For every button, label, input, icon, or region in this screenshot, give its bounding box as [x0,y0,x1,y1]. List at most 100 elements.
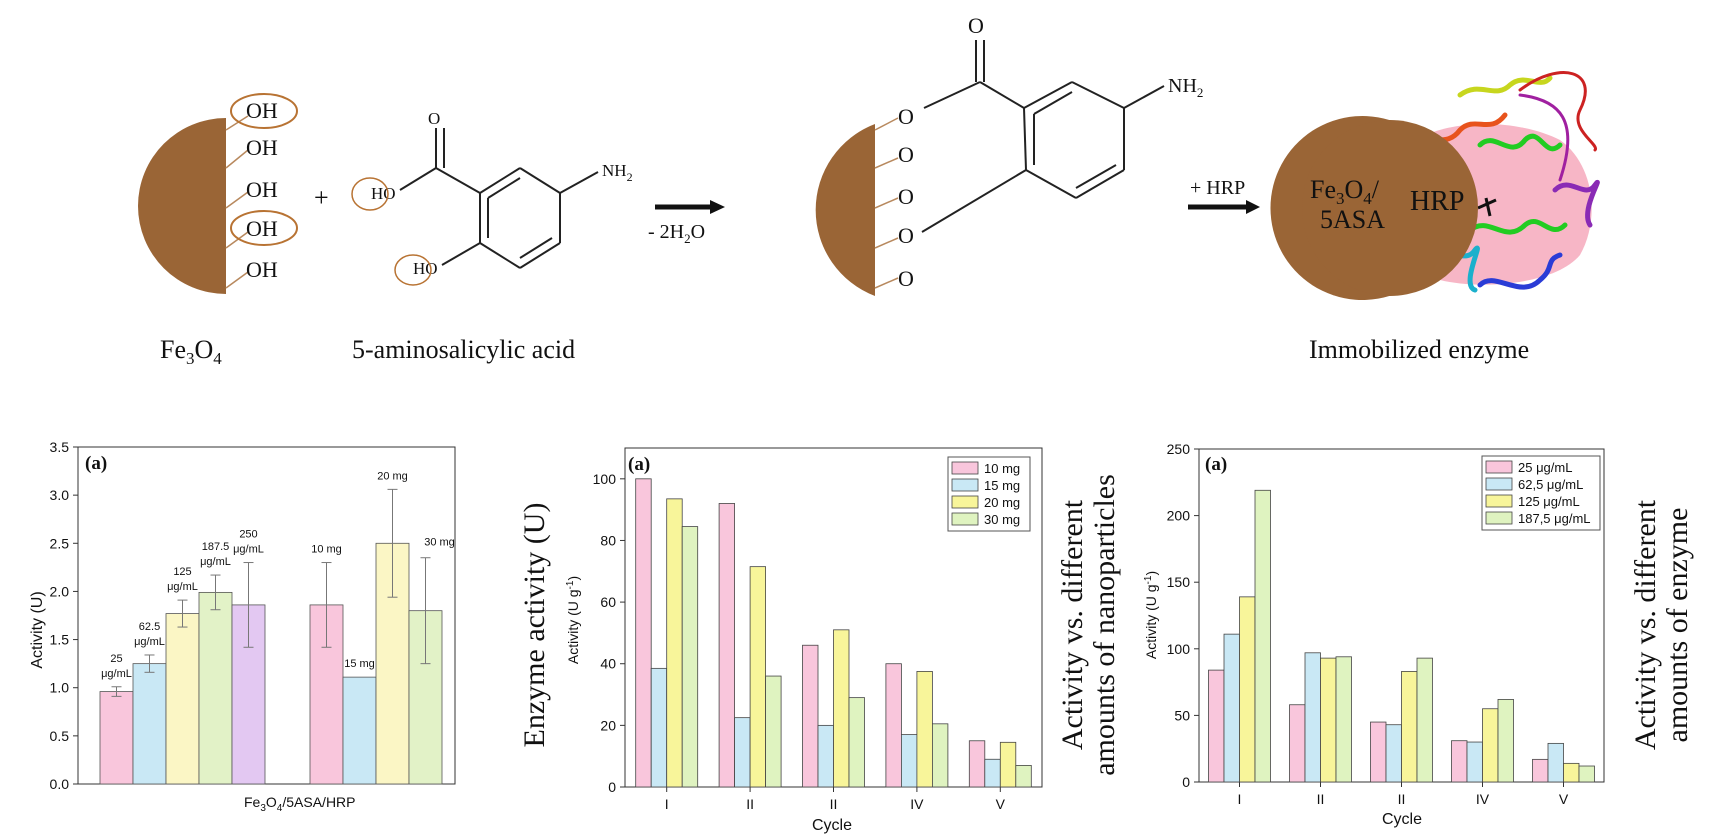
chart2-bar [635,478,652,788]
chart1-bar-label: 125 [173,566,191,578]
enzyme-activity-side-label: Enzyme activity (U) [518,503,551,748]
chart2-panel-label: (a) [628,454,650,475]
chart2-xtick-label: I [665,796,669,812]
chart1-bar-label: μg/mL [233,544,264,556]
chart2-bar [681,526,699,788]
enzyme-helix-purple [1552,179,1600,228]
chart1-ytick-label: 1.5 [50,632,70,648]
chart1-bar [198,591,233,785]
chart2-legend-swatch [951,512,979,526]
product-benzoate-structure [921,40,1165,233]
hydroxyl-carboxyl-label: HO [371,184,396,203]
chart1-bar-label: μg/mL [101,668,132,680]
chart3-legend-swatch [1485,477,1513,491]
oh-group-5: OH [246,257,278,282]
enzyme-coil-red [1518,71,1597,152]
chart2-bar [916,671,933,788]
chart3-bar [1304,652,1321,783]
chart2-bar [749,566,766,788]
chart2-ytick-label: 80 [600,532,616,548]
chart1-bar-label: 30 mg [424,537,455,549]
chart3-bar [1289,704,1306,783]
immobilized-enzyme-label: Immobilized enzyme [1309,335,1529,364]
chart2-ytick-label: 0 [608,779,616,795]
enzyme-side-label-line2: amounts of enzyme [1661,508,1694,743]
chart2-bar [968,740,986,788]
chart-reusability-enzyme: Activity (U g-1) (a) Cycle 0501001502002… [1143,441,1605,828]
chart3-bar [1335,656,1352,783]
chart2-bar [833,629,850,788]
enzyme-helix-blue [1477,252,1563,290]
nanoparticles-side-label-line1: Activity vs. different [1056,499,1089,750]
chart1-ylabel: Activity (U) [29,591,46,668]
chart3-bar [1370,721,1387,783]
chart1-bar-label: μg/mL [134,636,165,648]
chart2-ytick-label: 100 [593,471,617,487]
oh-highlight-ring-2 [230,210,298,246]
chart3-bar [1208,669,1225,783]
chart1-bar-label: μg/mL [167,581,198,593]
chart3-bar [1451,740,1468,783]
enzyme-coil-magenta [1518,93,1570,182]
chart3-bar [1254,489,1271,783]
chart1-bar-label: 250 [239,529,257,541]
chart2-bar [1015,765,1032,788]
chart2-ytick-label: 20 [600,717,616,733]
chart2-bar [901,734,918,788]
chart3-ytick-label: 50 [1174,707,1190,723]
chart2-bar [666,498,683,788]
chart1-bar [309,604,344,785]
chart3-legend-swatch [1485,511,1513,525]
chart3-legend-swatch [1485,460,1513,474]
chart1-bar-label: 62.5 [139,621,160,633]
chart2-bar [885,663,902,788]
chart2-bar [848,697,865,788]
chart3-ytick-label: 200 [1167,508,1191,524]
oh-group-2: OH [246,135,278,160]
chart2-bar [999,741,1017,788]
hydroxyl-phenol-label: HO [413,259,438,278]
condensation-arrow [655,200,725,214]
chart1-bar-label: 15 mg [344,658,375,670]
hrp-arrow [1188,200,1260,214]
product-particle [815,124,875,296]
chart1-bar-label: μg/mL [200,556,231,568]
enzyme-helix-green [1467,133,1568,235]
chart2-bar [932,723,949,788]
chart3-xtick-label: II [1398,791,1406,807]
chart3-xtick-label: IV [1476,791,1490,807]
enzyme-helix-yellow [1457,75,1553,98]
chart1-xlabel: Fe3O4/5ASA/HRP [244,794,356,814]
amine-group-label: NH2 [602,161,633,184]
fe3o4-label: Fe3O4 [160,335,222,368]
chart1-bar-label: 187.5 [202,541,230,553]
product-ester-bonds [874,117,899,289]
chart3-xlabel: Cycle [1382,811,1422,828]
chart3-bar [1239,596,1256,783]
ho-highlight-ring-1 [351,177,389,211]
product-link-oxygen-2: O [898,142,914,167]
chart3-ytick-label: 0 [1182,774,1190,790]
chart-activity-by-loading: Activity (U) (a) Fe3O4/5ASA/HRP 0.00.51.… [29,439,456,814]
chart2-xtick-label: V [996,796,1006,812]
fe3o4-hydroxyl-bonds [225,115,249,289]
particle-label-line2: 5ASA [1320,205,1385,234]
chart1-ytick-label: 1.0 [50,680,70,696]
aminosalicylic-acid-structure [399,128,599,269]
oh-group-4: OH [246,216,278,241]
chart3-ytick-label: 250 [1167,441,1191,457]
chart1-bar-label: 25 [110,653,122,665]
chart2-legend-swatch [951,495,979,509]
chart2-bar [817,724,834,788]
chart3-bar [1385,724,1402,783]
reaction-scheme: OH OH OH OH OH Fe3O4 + [138,13,1600,368]
product-link-oxygen-3: O [898,184,914,209]
chart3-ytick-label: 100 [1167,641,1191,657]
chart3-bar [1223,633,1240,783]
chart1-bar [99,691,134,785]
chart2-ytick-label: 60 [600,594,616,610]
fe3o4-particle [138,118,226,294]
chart3-bar [1547,742,1564,783]
chart2-bar [765,675,782,788]
